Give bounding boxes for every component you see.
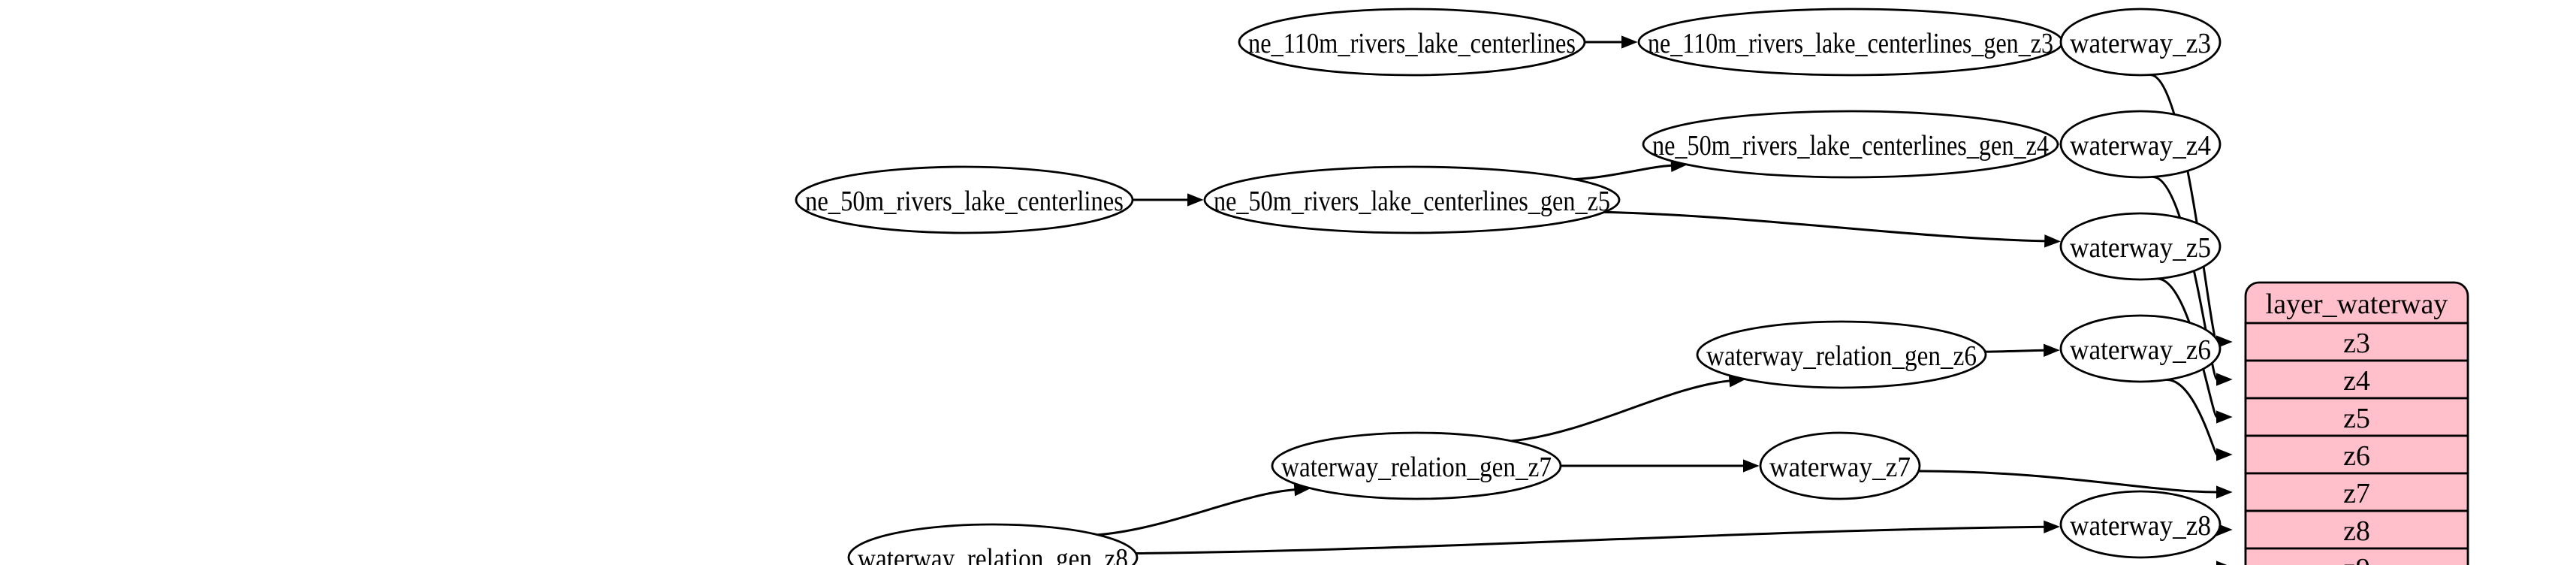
node-shape-waterway_z6[interactable]: [2059, 314, 2222, 383]
layer-waterway-table: layer_waterwayz3z4z5z6z7z8z9z10z11z12z13…: [2244, 281, 2469, 565]
node-ne_50m_rivers_lake_centerlines_gen_z5[interactable]: ne_50m_rivers_lake_centerlines_gen_z5: [1203, 165, 1621, 234]
edge-arrowhead: [2216, 485, 2233, 499]
layer-waterway-row-z4[interactable]: [2244, 359, 2469, 400]
edge-arrowhead: [2216, 410, 2233, 424]
edge-waterway_relation_gen_z6-to-waterway_z6: [1985, 349, 2045, 353]
node-shape-waterway_relation_gen_z8[interactable]: [847, 523, 1139, 565]
layer-waterway-table-group: layer_waterwayz3z4z5z6z7z8z9z10z11z12z13…: [2244, 281, 2469, 565]
node-waterway_z8[interactable]: waterway_z8: [2059, 490, 2222, 559]
edge-waterway_relation_gen_z7-to-waterway_relation_gen_z6: [1511, 379, 1730, 443]
node-shape-waterway_z8[interactable]: [2059, 490, 2222, 559]
edge-arrowhead: [2044, 520, 2060, 533]
edge-arrowhead: [2044, 234, 2061, 248]
node-waterway_relation_gen_z8[interactable]: waterway_relation_gen_z8: [847, 523, 1139, 565]
edge-waterway_relation_gen_z8-to-waterway_z8: [1136, 525, 2045, 555]
node-shape-waterway_relation_gen_z6[interactable]: [1696, 320, 1987, 389]
node-waterway_z4[interactable]: waterway_z4: [2059, 110, 2222, 179]
nodes-layer: imposm3osm_waterway_relationosm_waterway…: [795, 8, 2222, 565]
edges-layer: [1097, 35, 2233, 565]
node-waterway_relation_gen_z6[interactable]: waterway_relation_gen_z6: [1696, 320, 1987, 389]
edge-arrowhead: [1743, 459, 1760, 473]
edge-arrowhead: [1187, 193, 1204, 207]
node-waterway_z5[interactable]: waterway_z5: [2059, 212, 2222, 281]
node-ne_50m_rivers_lake_centerlines[interactable]: ne_50m_rivers_lake_centerlines: [795, 165, 1134, 234]
edge-waterway_relation_gen_z8-to-waterway_relation_gen_z7: [1097, 488, 1296, 536]
node-shape-ne_110m_rivers_lake_centerlines[interactable]: [1238, 8, 1586, 77]
edge-waterway_z7-to-layer_waterway-z7: [1918, 470, 2218, 494]
node-shape-ne_50m_rivers_lake_centerlines_gen_z5[interactable]: [1203, 165, 1621, 234]
node-shape-ne_50m_rivers_lake_centerlines_gen_z4[interactable]: [1642, 110, 2059, 179]
node-ne_110m_rivers_lake_centerlines[interactable]: ne_110m_rivers_lake_centerlines: [1238, 8, 1586, 77]
layer-waterway-row-z5[interactable]: [2244, 397, 2469, 437]
layer-waterway-row-z8[interactable]: [2244, 509, 2469, 550]
edge-arrowhead: [2216, 448, 2233, 461]
edge-arrowhead: [2044, 343, 2060, 357]
layer-waterway-row-z3[interactable]: [2244, 322, 2469, 362]
node-shape-waterway_z5[interactable]: [2059, 212, 2222, 281]
node-waterway_z6[interactable]: waterway_z6: [2059, 314, 2222, 383]
node-waterway_z7[interactable]: waterway_z7: [1759, 431, 1921, 500]
edge-waterway_z4-to-layer_waterway-z4: [2152, 175, 2219, 381]
node-ne_50m_rivers_lake_centerlines_gen_z4[interactable]: ne_50m_rivers_lake_centerlines_gen_z4: [1642, 110, 2059, 179]
node-shape-ne_110m_rivers_lake_centerlines_gen_z3[interactable]: [1637, 8, 2064, 77]
node-shape-waterway_z3[interactable]: [2059, 8, 2222, 77]
edge-waterway_z3-to-layer_waterway-z3: [2149, 74, 2219, 343]
edge-arrowhead: [2216, 560, 2228, 565]
layer-waterway-row-z9[interactable]: [2244, 547, 2469, 565]
edge-ne_50m_rivers_lake_centerlines_gen_z5-to-ne_50m_rivers_lake_centerlines_gen_z4: [1573, 164, 1673, 181]
node-shape-waterway_z4[interactable]: [2059, 110, 2222, 179]
edge-arrowhead: [2216, 373, 2233, 386]
node-waterway_z3[interactable]: waterway_z3: [2059, 8, 2222, 77]
node-shape-waterway_relation_gen_z7[interactable]: [1271, 431, 1562, 500]
edge-arrowhead: [1621, 35, 1638, 49]
node-ne_110m_rivers_lake_centerlines_gen_z3[interactable]: ne_110m_rivers_lake_centerlines_gen_z3: [1637, 8, 2064, 77]
edge-ne_50m_rivers_lake_centerlines_gen_z5-to-waterway_z5: [1604, 210, 2046, 243]
layer-waterway-row-z7[interactable]: [2244, 472, 2469, 512]
node-shape-ne_50m_rivers_lake_centerlines[interactable]: [795, 165, 1134, 234]
node-shape-waterway_z7[interactable]: [1759, 431, 1921, 500]
edge-waterway_z6-to-layer_waterway-z6: [2167, 378, 2219, 456]
node-waterway_relation_gen_z7[interactable]: waterway_relation_gen_z7: [1271, 431, 1562, 500]
layer-waterway-row-z6[interactable]: [2244, 434, 2469, 475]
